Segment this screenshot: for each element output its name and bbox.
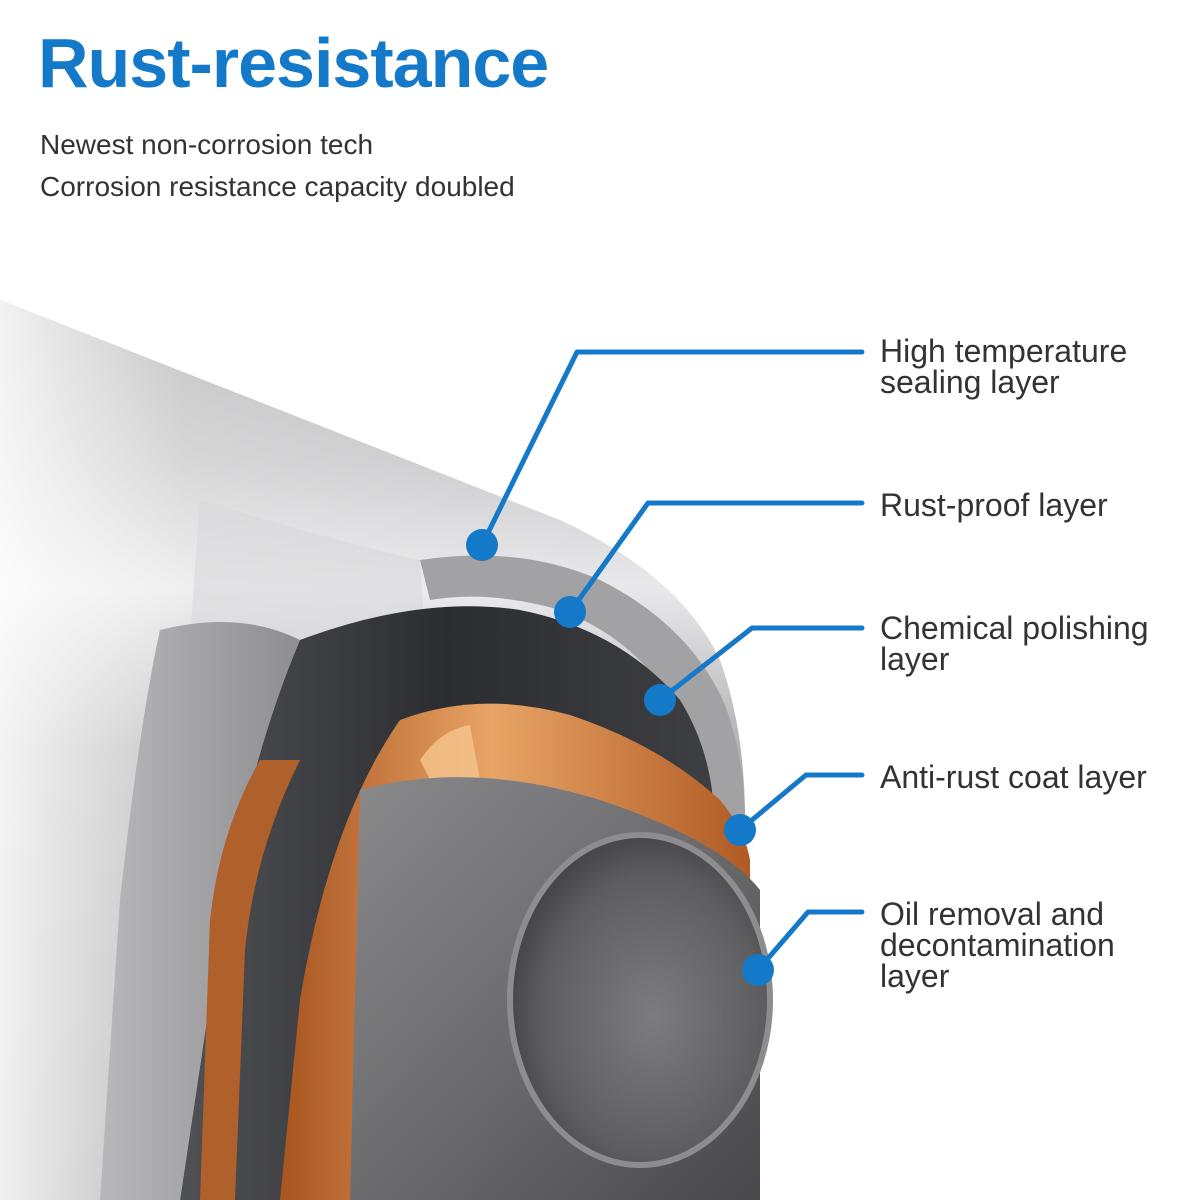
label-line: decontamination <box>880 927 1115 963</box>
leader-line-polishing <box>657 625 865 703</box>
label-line: Anti-rust coat layer <box>880 759 1147 795</box>
inner-tube-rim <box>507 832 773 1168</box>
copper-layer-dark-strip <box>200 760 300 1200</box>
label-line: Oil removal and <box>880 896 1105 932</box>
rust-proof-layer-band <box>100 622 300 1200</box>
subtitle-line-2: Corrosion resistance capacity doubled <box>40 171 515 202</box>
label-line: Chemical polishing <box>880 610 1149 646</box>
label-anti-rust-coat-layer: Anti-rust coat layer <box>880 759 1147 795</box>
label-line: sealing layer <box>880 364 1060 400</box>
leader-line-anti-rust <box>737 772 865 833</box>
callout-dot-polishing <box>644 684 676 716</box>
leader-line-oil-removal <box>755 909 865 973</box>
leader-line-sealing <box>479 349 865 548</box>
leader-line-rust-proof <box>567 500 865 615</box>
callout-dot-anti-rust <box>724 814 756 846</box>
label-line: Rust-proof layer <box>880 487 1108 523</box>
callout-dot-oil-removal <box>742 954 774 986</box>
callout-dot-sealing <box>466 529 498 561</box>
inner-tube-opening <box>510 835 770 1165</box>
label-rust-proof-layer: Rust-proof layer <box>880 487 1108 523</box>
label-chemical-polishing-layer: Chemical polishing layer <box>880 610 1149 677</box>
page-title: Rust-resistance <box>38 24 549 102</box>
callout-dot-rust-proof <box>554 596 586 628</box>
label-high-temperature-sealing-layer: High temperature sealing layer <box>880 333 1128 400</box>
callout-leaders <box>479 349 865 973</box>
callout-dots <box>466 529 774 986</box>
label-oil-removal-layer: Oil removal and decontamination layer <box>880 896 1115 994</box>
label-line: High temperature <box>880 333 1128 369</box>
subtitle-line-1: Newest non-corrosion tech <box>40 129 374 160</box>
label-line: layer <box>880 641 950 677</box>
label-line: layer <box>880 958 950 994</box>
